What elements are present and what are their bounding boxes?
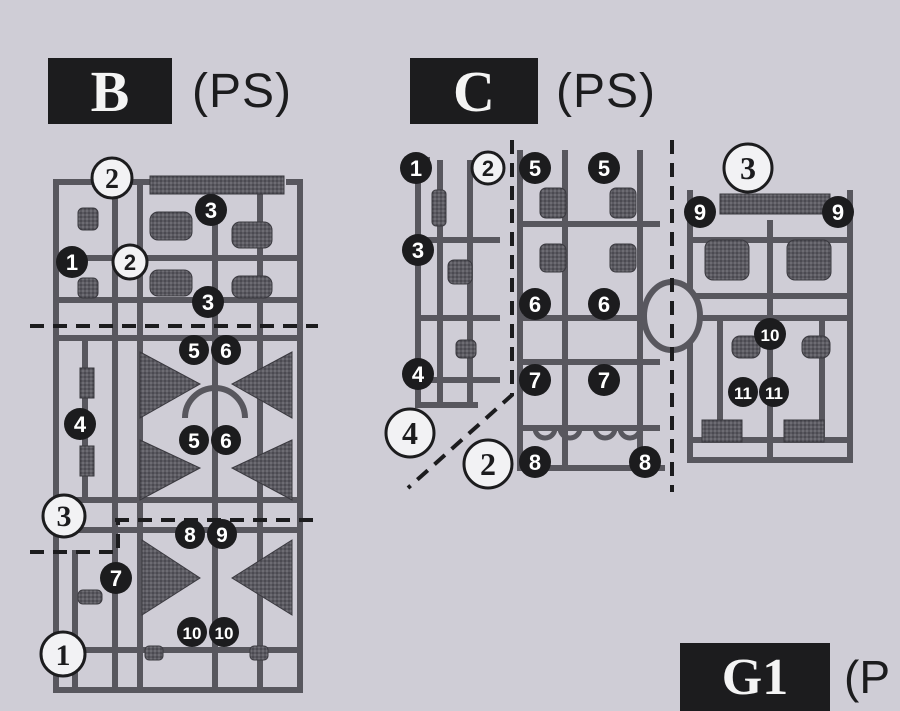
callout-b-3a: 3 (195, 194, 227, 226)
svg-text:10: 10 (183, 624, 202, 643)
callout-c-8b: 8 (629, 446, 661, 478)
sprue-c-cut-lines (406, 140, 674, 492)
svg-text:5: 5 (188, 340, 200, 363)
frame-label-c-2-text: 2 (480, 446, 496, 482)
sheet-b-letter: B (48, 58, 172, 124)
svg-text:9: 9 (216, 524, 228, 547)
callout-c-7a: 7 (519, 364, 551, 396)
sheet-g1-letter: G1 (680, 643, 830, 711)
callout-c-11a: 11 (728, 377, 758, 407)
frame-label-b-2: 2 (90, 156, 134, 200)
frame-label-c-4-text: 4 (402, 415, 418, 451)
callout-c-6b: 6 (588, 288, 620, 320)
callout-b-10a: 10 (177, 617, 207, 647)
svg-text:2: 2 (482, 156, 494, 181)
callout-c-7b: 7 (588, 364, 620, 396)
frame-label-c-4: 4 (384, 407, 436, 459)
frame-label-c-2: 2 (462, 438, 514, 490)
frame-label-c-3-text: 3 (740, 150, 756, 186)
callout-c-9a: 9 (684, 196, 716, 228)
svg-text:5: 5 (529, 156, 541, 181)
svg-text:8: 8 (639, 450, 651, 475)
svg-text:10: 10 (215, 624, 234, 643)
sheet-c-material: (PS) (556, 64, 656, 118)
callout-b-10b: 10 (209, 617, 239, 647)
callouts-c: 1 2 5 5 3 6 6 4 7 7 8 8 9 9 10 11 11 (400, 150, 854, 478)
svg-text:10: 10 (761, 326, 780, 345)
svg-text:2: 2 (124, 250, 136, 275)
callout-b-6b: 6 (211, 425, 241, 455)
callout-c-5a: 5 (519, 152, 551, 184)
svg-text:3: 3 (412, 238, 424, 263)
callout-b-5a: 5 (179, 335, 209, 365)
frame-label-b-1: 1 (39, 630, 87, 678)
frame-labels: 2 3 1 3 4 2 (39, 142, 774, 678)
callout-c-8a: 8 (519, 446, 551, 478)
callout-c-2: 2 (470, 150, 506, 186)
sheet-b-header: B (PS) (48, 58, 292, 124)
sprue-c-runner-ring (641, 279, 703, 353)
callout-c-4: 4 (402, 358, 434, 390)
callouts-b: 3 1 2 3 5 6 4 5 6 8 9 7 10 10 (56, 194, 241, 647)
svg-text:9: 9 (694, 200, 706, 225)
callout-c-1: 1 (400, 152, 432, 184)
frame-label-b-1-text: 1 (56, 639, 71, 672)
callout-b-8: 8 (175, 519, 205, 549)
svg-text:9: 9 (832, 200, 844, 225)
svg-text:7: 7 (110, 566, 122, 591)
callout-b-4: 4 (64, 408, 96, 440)
callout-c-10: 10 (754, 318, 786, 350)
frame-label-c-3: 3 (722, 142, 774, 194)
svg-text:5: 5 (188, 430, 200, 453)
frame-label-b-3-text: 3 (57, 500, 72, 533)
callout-b-9: 9 (207, 519, 237, 549)
svg-text:6: 6 (220, 340, 232, 363)
svg-text:8: 8 (184, 524, 196, 547)
svg-text:6: 6 (220, 430, 232, 453)
svg-text:3: 3 (205, 198, 217, 223)
svg-text:3: 3 (202, 290, 214, 315)
sprue-b-parts (77, 175, 293, 661)
callout-b-2: 2 (111, 243, 149, 281)
sprue-b (53, 179, 303, 693)
sheet-c-letter: C (410, 58, 538, 124)
callout-b-7: 7 (100, 562, 132, 594)
svg-text:6: 6 (529, 292, 541, 317)
sheet-c-header: C (PS) (410, 58, 656, 124)
svg-text:8: 8 (529, 450, 541, 475)
callout-c-9b: 9 (822, 196, 854, 228)
sheet-b-material: (PS) (192, 64, 292, 118)
callout-c-3: 3 (402, 234, 434, 266)
svg-text:1: 1 (410, 156, 422, 181)
callout-b-3b: 3 (192, 286, 224, 318)
sprue-c-parts (431, 187, 832, 443)
svg-text:4: 4 (74, 412, 87, 437)
callout-b-1: 1 (56, 246, 88, 278)
svg-text:1: 1 (66, 250, 78, 275)
svg-text:7: 7 (529, 368, 541, 393)
svg-text:11: 11 (765, 384, 783, 403)
svg-text:7: 7 (598, 368, 610, 393)
frame-label-b-3: 3 (41, 493, 87, 539)
callout-b-5b: 5 (179, 425, 209, 455)
svg-text:5: 5 (598, 156, 610, 181)
callout-c-5b: 5 (588, 152, 620, 184)
sprue-b-cut-lines (30, 324, 318, 554)
callout-c-11b: 11 (759, 377, 789, 407)
callout-b-6a: 6 (211, 335, 241, 365)
frame-label-b-2-text: 2 (105, 164, 119, 195)
svg-text:6: 6 (598, 292, 610, 317)
callout-c-6a: 6 (519, 288, 551, 320)
svg-text:11: 11 (734, 384, 752, 403)
svg-text:4: 4 (412, 362, 425, 387)
sheet-g1-material: (P (844, 651, 890, 703)
sheet-g1-header: G1 (P (680, 643, 890, 711)
